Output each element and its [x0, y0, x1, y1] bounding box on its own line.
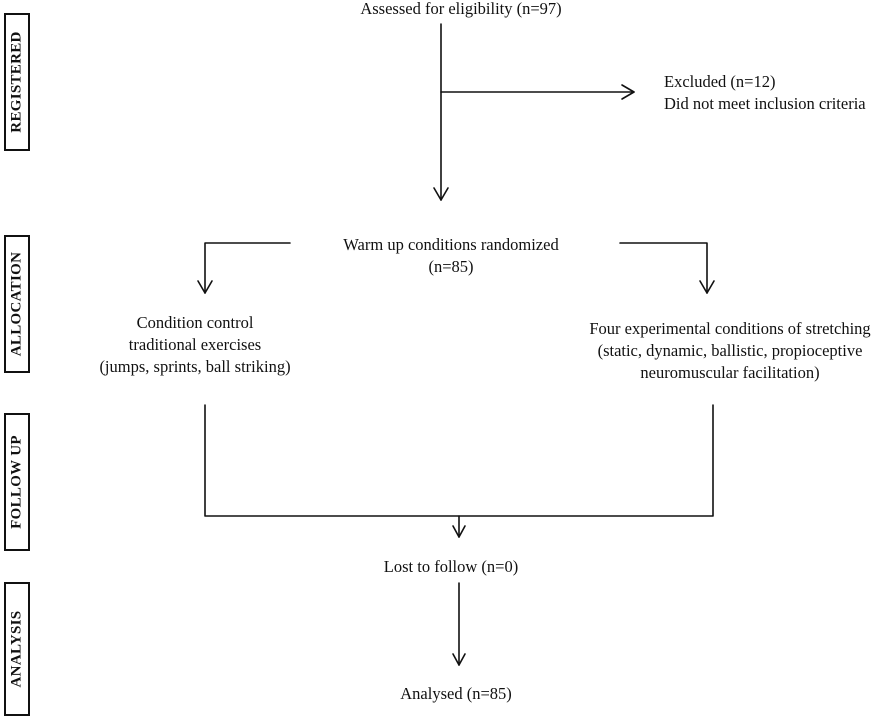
node-excluded: Excluded (n=12) Did not meet inclusion c… — [664, 71, 866, 115]
phase-label-registered: REGISTERED — [4, 13, 30, 151]
arrowhead-experimental — [699, 280, 715, 294]
node-lost: Lost to follow (n=0) — [384, 556, 518, 578]
node-excluded-line1: Excluded (n=12) — [664, 72, 776, 91]
node-randomized-line1: Warm up conditions randomized — [343, 235, 559, 254]
node-assessed-text: Assessed for eligibility (n=97) — [360, 0, 562, 18]
node-analysed: Analysed (n=85) — [400, 683, 512, 705]
connector-to-control — [204, 242, 291, 294]
phase-label-follow-up: FOLLOW UP — [4, 413, 30, 551]
node-control-line1: Condition control — [136, 313, 254, 332]
arrowhead-excluded — [621, 84, 635, 100]
node-randomized: Warm up conditions randomized (n=85) — [343, 234, 558, 278]
node-experimental: Four experimental conditions of stretchi… — [589, 318, 870, 384]
node-experimental-line2: (static, dynamic, ballistic, propiocepti… — [597, 341, 863, 360]
arrowhead-control — [197, 280, 213, 294]
node-analysed-text: Analysed (n=85) — [400, 684, 512, 703]
arrowhead-randomized — [433, 187, 449, 201]
phase-label-allocation: ALLOCATION — [4, 235, 30, 373]
node-control-line2: traditional exercises — [128, 335, 262, 354]
connector-follow-up-merge — [204, 404, 714, 517]
arrowhead-analysed — [452, 653, 466, 666]
arrowhead-lost — [452, 525, 466, 538]
connector-to-experimental — [619, 242, 708, 294]
node-control: Condition control traditional exercises … — [99, 312, 290, 378]
node-experimental-line3: neuromuscular facilitation) — [640, 363, 820, 382]
node-assessed: Assessed for eligibility (n=97) — [360, 0, 561, 20]
node-randomized-line2: (n=85) — [428, 257, 474, 276]
node-excluded-line2: Did not meet inclusion criteria — [664, 94, 866, 113]
node-experimental-line1: Four experimental conditions of stretchi… — [589, 319, 871, 338]
phase-label-analysis: ANALYSIS — [4, 582, 30, 716]
node-lost-text: Lost to follow (n=0) — [383, 557, 519, 576]
node-control-line3: (jumps, sprints, ball striking) — [99, 357, 291, 376]
